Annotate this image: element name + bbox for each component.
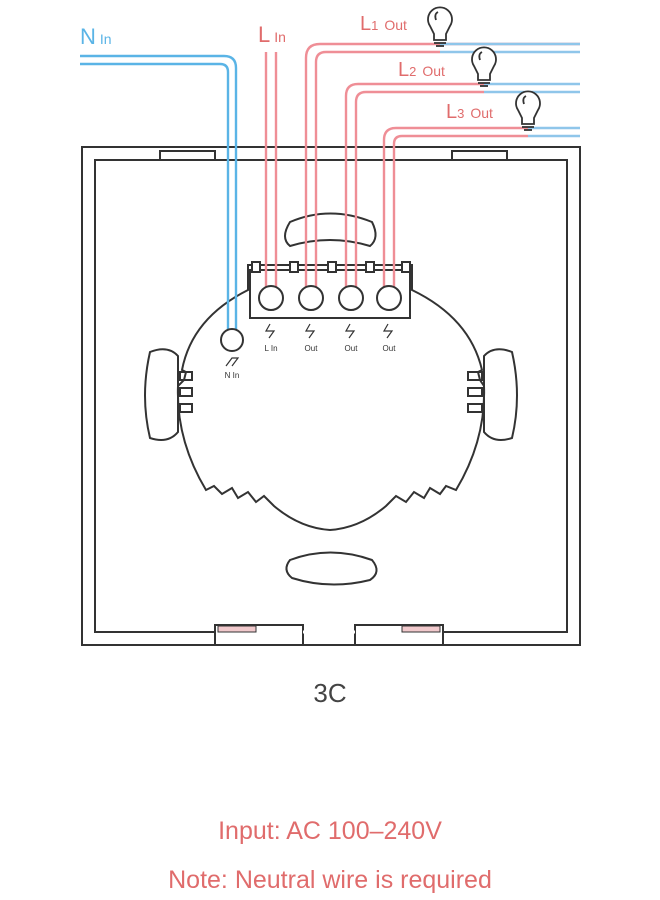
screw-l-in [258,285,284,311]
switch-body [176,264,486,532]
lightning-icon [264,323,276,339]
neutral-wire-note: Note: Neutral wire is required [168,866,492,894]
bulb-icon [471,46,497,87]
terminal-symbols [225,323,394,367]
screw-out-1 [298,285,324,311]
switch-back-plate [81,146,581,646]
lightning-icon [344,323,356,339]
screw-out-2 [338,285,364,311]
bulb-icon [515,90,541,131]
screw-n-in [220,328,244,352]
terminal-screws [220,285,402,352]
input-voltage-note: Input: AC 100–240V [218,817,442,845]
model-caption: 3C [313,678,347,708]
terminal-label-out-2: Out [345,344,359,353]
live-in-wire [264,52,278,292]
mounting-slot-bottom [285,551,378,586]
l3-out-wire [382,126,580,292]
neutral-symbol-icon [225,357,240,367]
lightning-icon [304,323,316,339]
mounting-slot-right [467,348,518,441]
terminal-label-n-in: N In [225,371,240,380]
terminal-label-l-in: L In [264,344,277,353]
lightning-icon [382,323,394,339]
terminal-label-out-1: Out [305,344,319,353]
bulb-icon [427,6,453,47]
mounting-slot-top [284,212,377,248]
mounting-slot-left [144,348,193,441]
screw-out-3 [376,285,402,311]
l1-out-wire [304,42,580,292]
terminal-label-out-3: Out [383,344,397,353]
neutral-wire [80,54,238,338]
